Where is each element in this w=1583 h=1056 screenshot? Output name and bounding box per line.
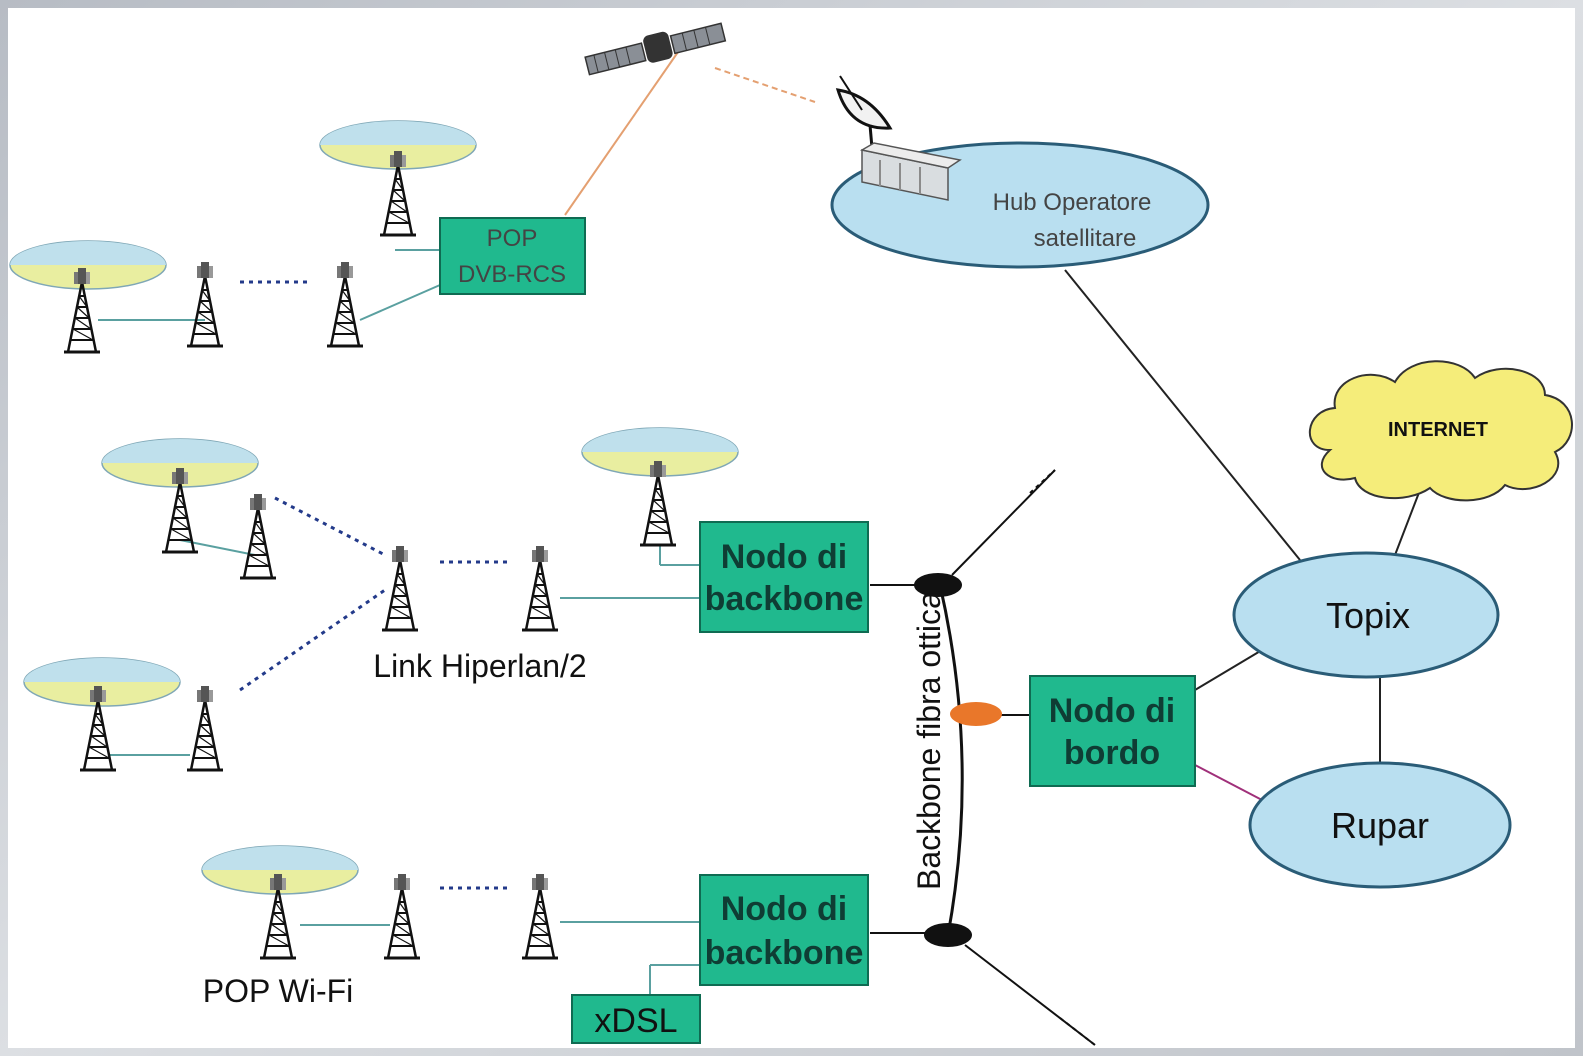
nodo-bordo-box: Nodo di bordo	[1029, 675, 1196, 787]
nodo-backbone-top-box: Nodo di backbone	[699, 521, 869, 633]
internet-cloud: INTERNET	[1308, 360, 1573, 502]
pop-wifi-label: POP Wi-Fi	[203, 973, 354, 1009]
pop-dvb-label-line1: POP	[487, 225, 538, 252]
xdsl-label: xDSL	[594, 1002, 677, 1040]
hub-label-line2: satellitare	[1034, 225, 1137, 252]
link-hiperlan-label: Link Hiperlan/2	[373, 648, 586, 684]
topix-label: Topix	[1326, 595, 1410, 636]
pop-dvb-rcs-box: POP DVB-RCS	[439, 217, 586, 295]
nodo-bordo-line2: bordo	[1064, 734, 1160, 772]
rupar-node: Rupar	[1248, 761, 1512, 889]
nodo-backbone-top-line2: backbone	[705, 580, 864, 618]
server-rack-icon	[859, 142, 962, 201]
junction-top	[914, 573, 962, 597]
nodo-backbone-bottom-box: Nodo di backbone	[699, 874, 869, 986]
nodo-backbone-bottom-line1: Nodo di	[721, 890, 848, 928]
nodo-backbone-top-line1: Nodo di	[721, 538, 848, 576]
nodo-backbone-bottom-line2: backbone	[705, 934, 864, 972]
hub-label-line1: Hub Operatore	[993, 189, 1152, 216]
internet-label: INTERNET	[1388, 419, 1488, 441]
junction-bottom	[924, 923, 972, 947]
junction-middle	[950, 702, 1002, 726]
backbone-fibra-label: Backbone fibra ottica	[911, 591, 947, 890]
rupar-label: Rupar	[1331, 805, 1429, 846]
backbone-junctions	[914, 573, 1002, 947]
connections	[98, 51, 1421, 1046]
xdsl-box: xDSL	[571, 994, 701, 1044]
topix-node: Topix	[1232, 551, 1500, 679]
satellite-icon	[584, 22, 727, 76]
pop-dvb-label-line2: DVB-RCS	[458, 261, 566, 288]
nodo-bordo-line1: Nodo di	[1049, 692, 1176, 730]
